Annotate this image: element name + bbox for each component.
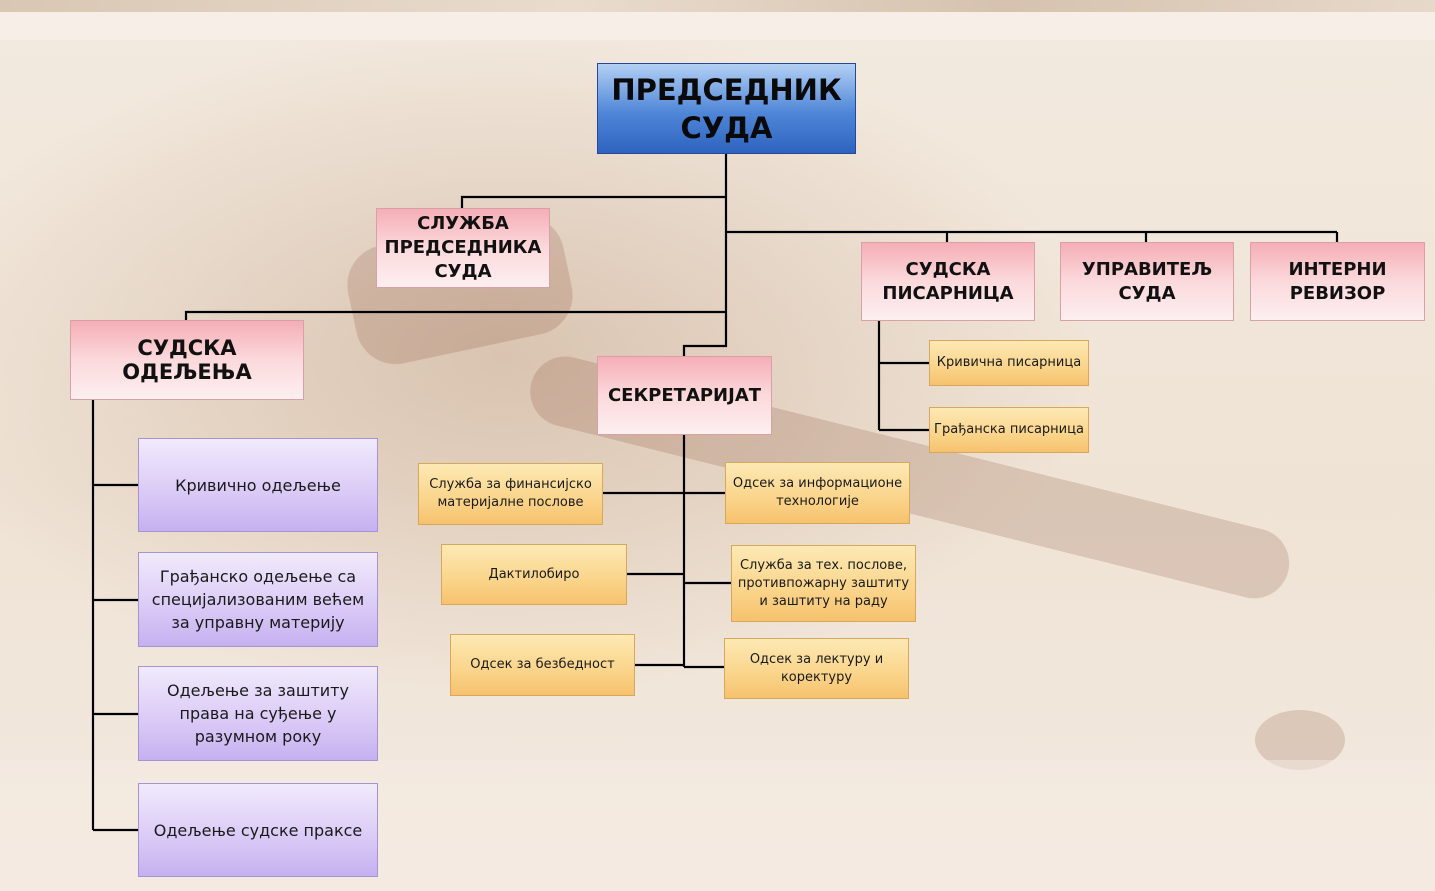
department-unit-box: Одељење за заштиту права на суђење у раз… (138, 666, 378, 761)
secretariat-unit-label: Одсек за безбедност (470, 657, 615, 672)
registry-unit-box: Грађанска писарница (929, 407, 1089, 453)
top-frame-strip (0, 0, 1435, 12)
secretariat-unit-label: Одсек за информационе технологије (732, 476, 903, 509)
secretariat-label: СЕКРЕТАРИЈАТ (607, 384, 762, 406)
secretariat-unit-box: Дактилобиро (441, 544, 627, 605)
secretariat-unit-box: Одсек за безбедност (450, 634, 635, 696)
internal-auditor-box: ИНТЕРНИ РЕВИЗОР (1250, 242, 1425, 321)
department-unit-label: Грађанско одељење са специјализованим ве… (151, 567, 365, 632)
internal-auditor-label: ИНТЕРНИ РЕВИЗОР (1288, 258, 1387, 304)
court-departments-label: СУДСКА ОДЕЉЕЊА (122, 336, 252, 384)
secretariat-unit-box: Одсек за информационе технологије (725, 462, 910, 524)
secretariat-box: СЕКРЕТАРИЈАТ (597, 356, 772, 435)
president-office-box: СЛУЖБА ПРЕДСЕДНИКА СУДА (376, 208, 550, 288)
secretariat-unit-label: Служба за финансијско материјалне послов… (429, 477, 592, 510)
secretariat-unit-label: Дактилобиро (488, 566, 580, 582)
secretariat-unit-box: Служба за тех. послове, противпожарну за… (731, 545, 916, 622)
department-unit-label: Одељење за заштиту права на суђење у раз… (167, 681, 349, 746)
top-frame-band (0, 12, 1435, 40)
president-office-label: СЛУЖБА ПРЕДСЕДНИКА СУДА (384, 213, 542, 282)
secretariat-unit-label: Одсек за лектуру и коректуру (749, 651, 884, 685)
department-unit-label: Кривично одељење (175, 475, 341, 495)
court-president-label: ПРЕДСЕДНИК СУДА (611, 72, 842, 145)
court-administrator-label: УПРАВИТЕЉ СУДА (1081, 258, 1213, 304)
department-unit-box: Одељење судске праксе (138, 783, 378, 877)
court-departments-box: СУДСКА ОДЕЉЕЊА (70, 320, 304, 400)
department-unit-label: Одељење судске праксе (153, 820, 363, 840)
court-registry-box: СУДСКА ПИСАРНИЦА (861, 242, 1035, 321)
secretariat-unit-label: Служба за тех. послове, противпожарну за… (737, 557, 910, 609)
registry-unit-label: Кривична писарница (936, 355, 1082, 370)
registry-unit-label: Грађанска писарница (934, 422, 1084, 437)
court-registry-label: СУДСКА ПИСАРНИЦА (882, 258, 1014, 304)
secretariat-unit-box: Одсек за лектуру и коректуру (724, 638, 909, 699)
court-president-box: ПРЕДСЕДНИК СУДА (597, 63, 856, 154)
registry-unit-box: Кривична писарница (929, 340, 1089, 386)
secretariat-unit-box: Служба за финансијско материјалне послов… (418, 463, 603, 525)
department-unit-box: Кривично одељење (138, 438, 378, 532)
court-administrator-box: УПРАВИТЕЉ СУДА (1060, 242, 1234, 321)
department-unit-box: Грађанско одељење са специјализованим ве… (138, 552, 378, 647)
